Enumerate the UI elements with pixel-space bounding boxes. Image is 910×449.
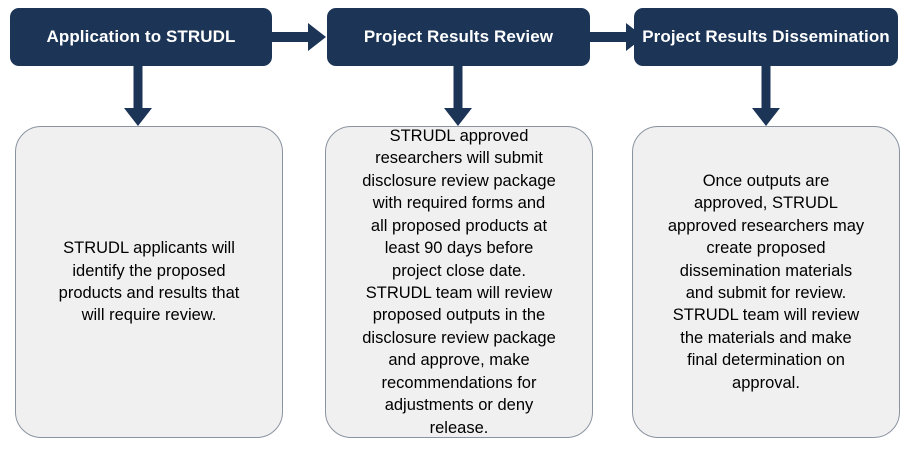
stage-body-application[interactable]: STRUDL applicants will identify the prop… <box>15 126 283 438</box>
stage-header-application[interactable]: Application to STRUDL <box>10 8 272 66</box>
right-arrow-icon-application-to-review <box>272 22 327 52</box>
down-arrow-icon-results-review <box>443 64 473 127</box>
stage-body-results-review[interactable]: STRUDL approved researchers will submit … <box>325 126 593 438</box>
down-arrow-icon-results-dissemination <box>751 64 781 127</box>
stage-header-results-dissemination[interactable]: Project Results Dissemination <box>634 8 898 66</box>
down-arrow-icon-application <box>123 64 153 127</box>
stage-header-results-review[interactable]: Project Results Review <box>327 8 590 66</box>
stage-header-label: Project Results Dissemination <box>642 26 890 46</box>
stage-body-text: Once outputs are approved, STRUDL approv… <box>667 171 865 392</box>
stage-body-results-dissemination[interactable]: Once outputs are approved, STRUDL approv… <box>632 126 900 438</box>
stage-body-text: STRUDL approved researchers will submit … <box>362 126 556 437</box>
stage-body-text: STRUDL applicants will identify the prop… <box>58 239 240 325</box>
stage-header-label: Application to STRUDL <box>46 26 236 46</box>
stage-header-label: Project Results Review <box>363 26 554 46</box>
right-arrow-icon-review-to-dissemination <box>590 22 645 52</box>
